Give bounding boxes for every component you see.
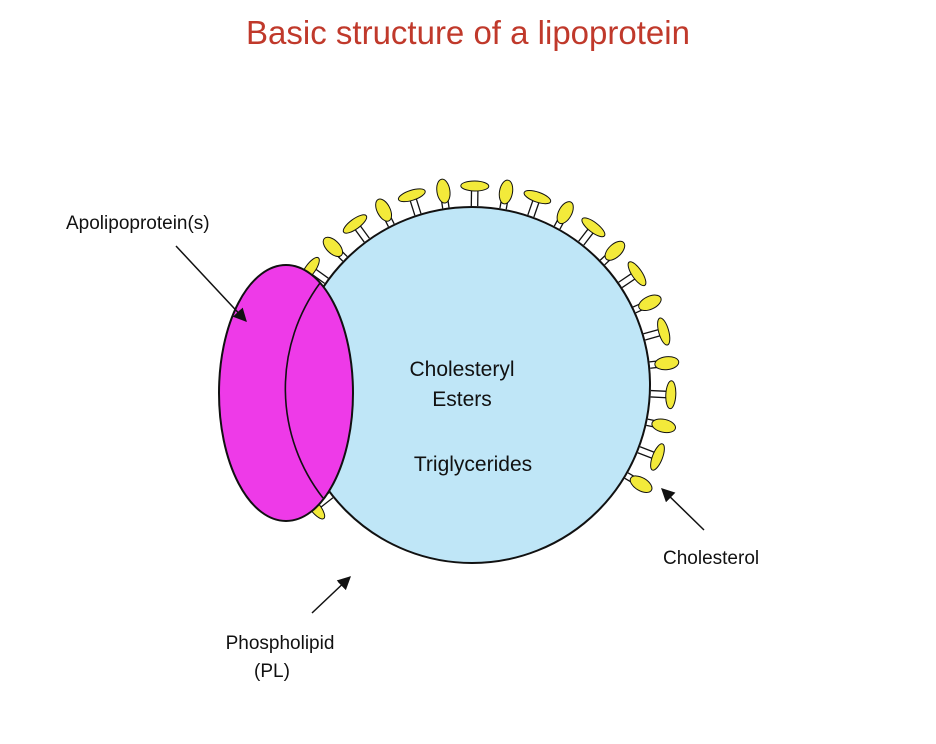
diagram-title: Basic structure of a lipoprotein — [246, 14, 690, 51]
label-pl: (PL) — [254, 661, 290, 682]
phospholipid-head — [665, 380, 677, 410]
phospholipid-head — [650, 443, 665, 471]
cholesterol-head — [322, 236, 344, 258]
label-triglycerides: Triglycerides — [414, 453, 532, 476]
cholesterol-head — [556, 201, 574, 225]
phospholipid-tails — [409, 197, 422, 216]
label-cholesterol: Cholesterol — [663, 548, 759, 569]
cholesterol-head — [498, 179, 514, 205]
phospholipid-arrow — [311, 576, 351, 614]
cholesterol-head — [436, 178, 451, 204]
label-esters: Esters — [432, 388, 492, 411]
phospholipid-head — [342, 214, 368, 234]
phospholipid-tails — [618, 272, 636, 289]
phospholipid-tails — [637, 446, 656, 460]
phospholipid-tails — [527, 199, 540, 218]
phospholipid-head — [397, 188, 426, 203]
phospholipid-head — [523, 190, 552, 205]
cholesterol-head — [651, 418, 677, 434]
cholesterol-head — [604, 240, 626, 261]
cholesterol-head — [654, 356, 680, 371]
phospholipid-head — [460, 180, 490, 192]
core-overlap-outline — [284, 282, 324, 499]
label-cholesteryl: Cholesteryl — [409, 358, 514, 381]
phospholipid-tails — [470, 189, 479, 207]
cholesterol-head — [629, 475, 653, 493]
label-apolipoprotein: Apolipoprotein(s) — [66, 213, 210, 234]
cholesterol-head — [638, 294, 662, 312]
phospholipid-tails — [354, 224, 370, 243]
phospholipid-tails — [650, 389, 667, 399]
label-phospholipid: Phospholipid — [226, 633, 335, 654]
phospholipid-head — [627, 261, 647, 287]
cholesterol-arrow — [661, 488, 705, 531]
phospholipid-tails — [643, 328, 661, 341]
cholesterol-head — [375, 198, 393, 222]
phospholipid-head — [657, 317, 671, 346]
apolipoprotein-arrow — [175, 245, 247, 322]
phospholipid-head — [581, 217, 606, 238]
phospholipid-tails — [578, 228, 595, 246]
